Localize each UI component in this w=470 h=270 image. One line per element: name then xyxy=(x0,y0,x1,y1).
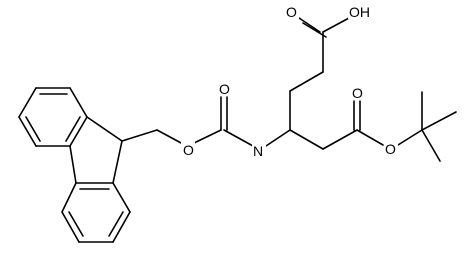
atom-label-tbu-carbonyl-o: O xyxy=(352,85,363,101)
atom-label-acid-carbonyl-o: O xyxy=(286,4,297,20)
atom-label-acid-oh: OH xyxy=(349,4,370,20)
atom-label-amide-n: N xyxy=(253,143,263,159)
glutamate-backbone xyxy=(265,17,457,162)
carbamate-group xyxy=(121,96,254,147)
atom-label-carbonyl-o: O xyxy=(219,81,230,97)
atom-label-tbu-ester-o: O xyxy=(385,141,396,157)
atom-label-ester-o: O xyxy=(183,142,194,158)
atom-labels: O O N O OH O O xyxy=(181,3,398,159)
fluorenyl-group xyxy=(18,87,131,243)
